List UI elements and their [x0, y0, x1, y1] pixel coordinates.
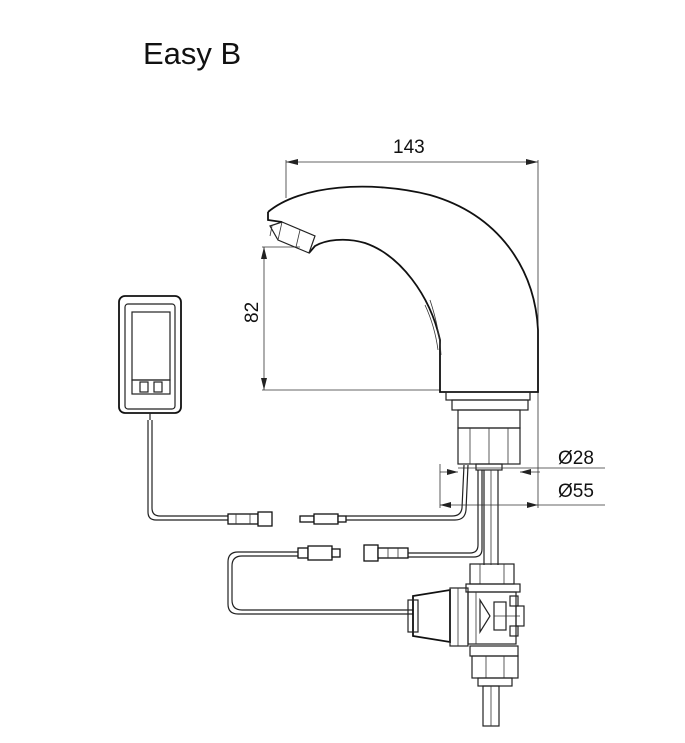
faucet-body: [267, 185, 539, 565]
solenoid-valve: [407, 563, 525, 727]
width-dimension: 143: [285, 137, 539, 395]
diameter-dimensions: Ø28 Ø55: [439, 395, 605, 508]
height-label: 82: [242, 302, 263, 323]
width-label: 143: [393, 137, 425, 158]
cables-and-connectors: [147, 420, 483, 615]
control-box: [118, 295, 182, 420]
inner-diameter-label: Ø28: [558, 448, 594, 469]
height-dimension: 82: [242, 246, 440, 391]
product-title: Easy B: [143, 36, 242, 71]
outer-diameter-label: Ø55: [558, 481, 594, 502]
